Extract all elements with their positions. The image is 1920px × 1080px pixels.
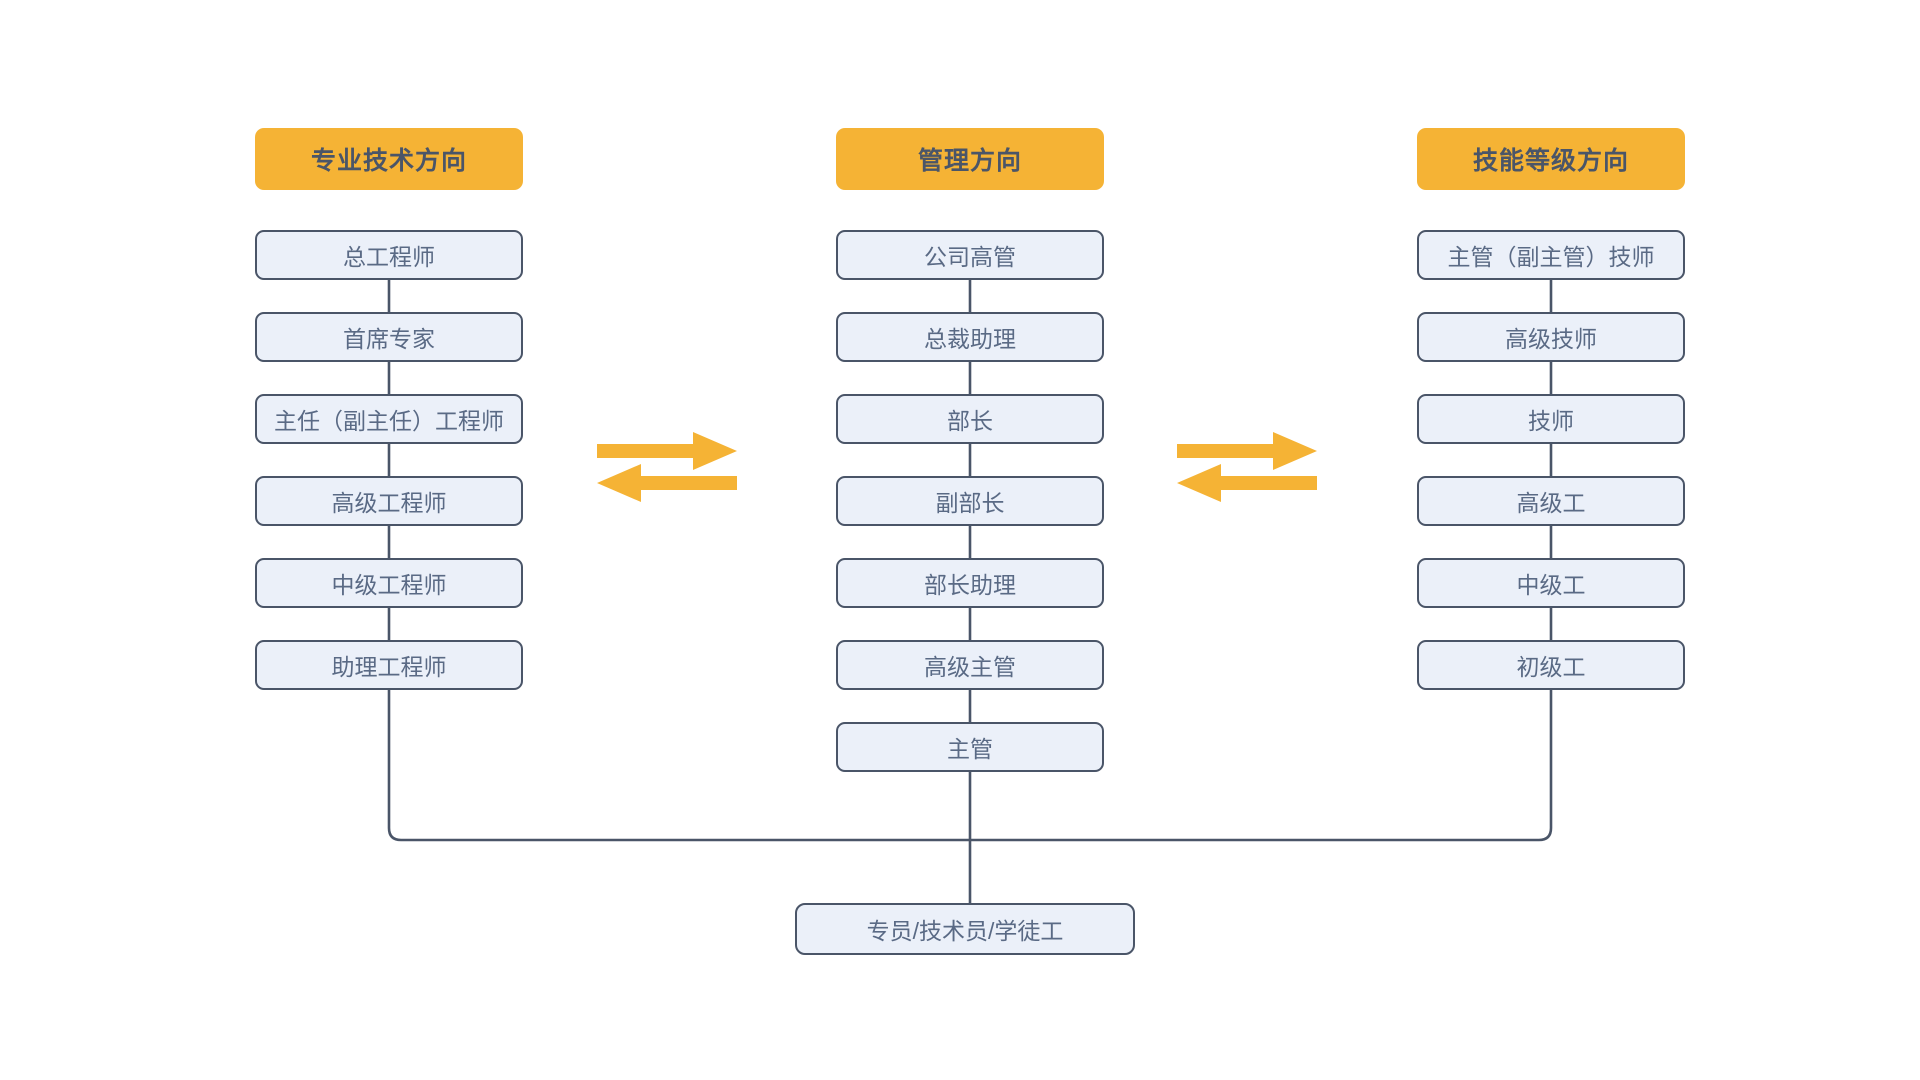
arrow-right-icon <box>1177 432 1317 470</box>
node-professional-3[interactable]: 高级工程师 <box>255 476 523 526</box>
node-skill-1[interactable]: 高级技师 <box>1417 312 1685 362</box>
node-skill-0[interactable]: 主管（副主管）技师 <box>1417 230 1685 280</box>
node-management-0[interactable]: 公司高管 <box>836 230 1104 280</box>
column-header-skill: 技能等级方向 <box>1417 128 1685 190</box>
column-skill: 技能等级方向 主管（副主管）技师 高级技师 技师 高级工 中级工 初级工 <box>1417 128 1685 690</box>
column-professional: 专业技术方向 总工程师 首席专家 主任（副主任）工程师 高级工程师 中级工程师 … <box>255 128 523 690</box>
node-management-1[interactable]: 总裁助理 <box>836 312 1104 362</box>
transfer-arrows-management-skill <box>1177 432 1317 508</box>
node-management-5[interactable]: 高级主管 <box>836 640 1104 690</box>
node-skill-3[interactable]: 高级工 <box>1417 476 1685 526</box>
node-skill-5[interactable]: 初级工 <box>1417 640 1685 690</box>
column-management: 管理方向 公司高管 总裁助理 部长 副部长 部长助理 高级主管 主管 <box>836 128 1104 772</box>
node-professional-4[interactable]: 中级工程师 <box>255 558 523 608</box>
node-professional-1[interactable]: 首席专家 <box>255 312 523 362</box>
node-professional-2[interactable]: 主任（副主任）工程师 <box>255 394 523 444</box>
node-management-6[interactable]: 主管 <box>836 722 1104 772</box>
connector-merge-bus <box>387 827 1553 842</box>
transfer-arrows-professional-management <box>597 432 737 508</box>
node-management-4[interactable]: 部长助理 <box>836 558 1104 608</box>
node-professional-5[interactable]: 助理工程师 <box>255 640 523 690</box>
node-management-3[interactable]: 副部长 <box>836 476 1104 526</box>
column-header-management: 管理方向 <box>836 128 1104 190</box>
node-management-2[interactable]: 部长 <box>836 394 1104 444</box>
node-terminal-entry[interactable]: 专员/技术员/学徒工 <box>795 903 1135 955</box>
node-skill-4[interactable]: 中级工 <box>1417 558 1685 608</box>
arrow-left-icon <box>1177 464 1317 502</box>
arrow-left-icon <box>597 464 737 502</box>
node-professional-0[interactable]: 总工程师 <box>255 230 523 280</box>
node-skill-2[interactable]: 技师 <box>1417 394 1685 444</box>
arrow-right-icon <box>597 432 737 470</box>
column-header-professional: 专业技术方向 <box>255 128 523 190</box>
